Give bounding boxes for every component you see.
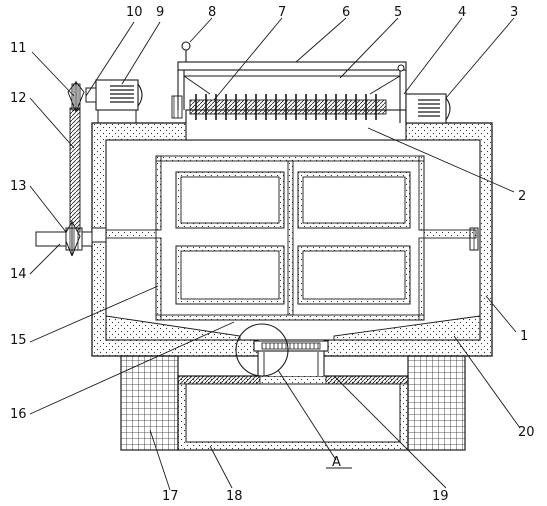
tray-bottom-left	[175, 245, 285, 305]
label-detail-a: A	[332, 455, 341, 470]
sensor	[181, 41, 191, 62]
label-9: 9	[156, 5, 164, 20]
left-support-leg	[120, 355, 179, 451]
upper-sprocket	[67, 80, 85, 113]
leader-lines	[29, 17, 521, 491]
label-8: 8	[208, 5, 216, 20]
lower-sprocket	[63, 220, 83, 257]
label-12: 12	[10, 91, 27, 106]
label-20: 20	[518, 425, 535, 440]
drive-chain	[69, 107, 81, 233]
reference-labels: 10 9 8 7 6 5 4 3 11 12 13 14 15 16 17 18…	[10, 5, 535, 504]
drive-shaft	[35, 231, 93, 247]
label-15: 15	[10, 333, 27, 348]
tray-top-right	[297, 171, 411, 229]
label-14: 14	[10, 267, 27, 282]
label-4: 4	[458, 5, 466, 20]
tray-bottom-right	[297, 245, 411, 305]
rotating-drum-frame	[155, 155, 425, 321]
right-blower	[405, 93, 451, 124]
label-7: 7	[278, 5, 286, 20]
discharge-outlet	[253, 340, 329, 376]
detail-circle-a	[235, 323, 289, 377]
label-6: 6	[342, 5, 350, 20]
label-10: 10	[126, 5, 143, 20]
label-5: 5	[394, 5, 402, 20]
label-3: 3	[510, 5, 518, 20]
label-1: 1	[520, 329, 528, 344]
label-13: 13	[10, 179, 27, 194]
label-19: 19	[432, 489, 449, 504]
label-18: 18	[226, 489, 243, 504]
label-11: 11	[10, 41, 27, 56]
label-17: 17	[162, 489, 179, 504]
right-support-leg	[407, 355, 466, 451]
collection-box	[177, 375, 409, 451]
label-2: 2	[518, 189, 526, 204]
heating-tube	[171, 94, 387, 120]
label-16: 16	[10, 407, 27, 422]
left-motor	[85, 79, 143, 123]
tray-top-left	[175, 171, 285, 229]
